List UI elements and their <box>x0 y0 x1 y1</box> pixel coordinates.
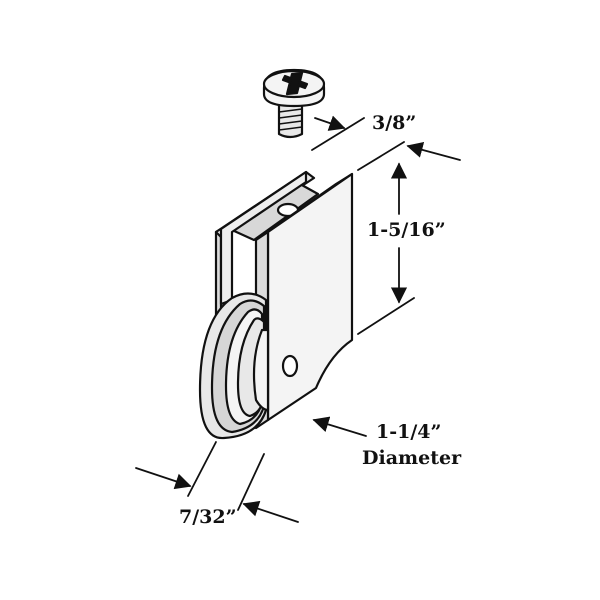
label-screw-length: 3/8” <box>372 112 416 134</box>
label-diameter-word: Diameter <box>362 447 462 469</box>
dimension-wheel-width: 7/32” <box>135 441 299 528</box>
dimension-screw-length: 3/8” <box>311 112 416 151</box>
screw-icon <box>262 68 326 139</box>
label-housing-height: 1-5/16” <box>367 219 446 241</box>
wheel <box>198 292 270 440</box>
dimension-wheel-diameter: 1-1/4” Diameter <box>312 416 462 469</box>
dimension-housing-height: 1-5/16” <box>357 141 461 335</box>
label-wheel-width: 7/32” <box>179 506 237 528</box>
label-wheel-diameter: 1-1/4” <box>376 421 441 443</box>
